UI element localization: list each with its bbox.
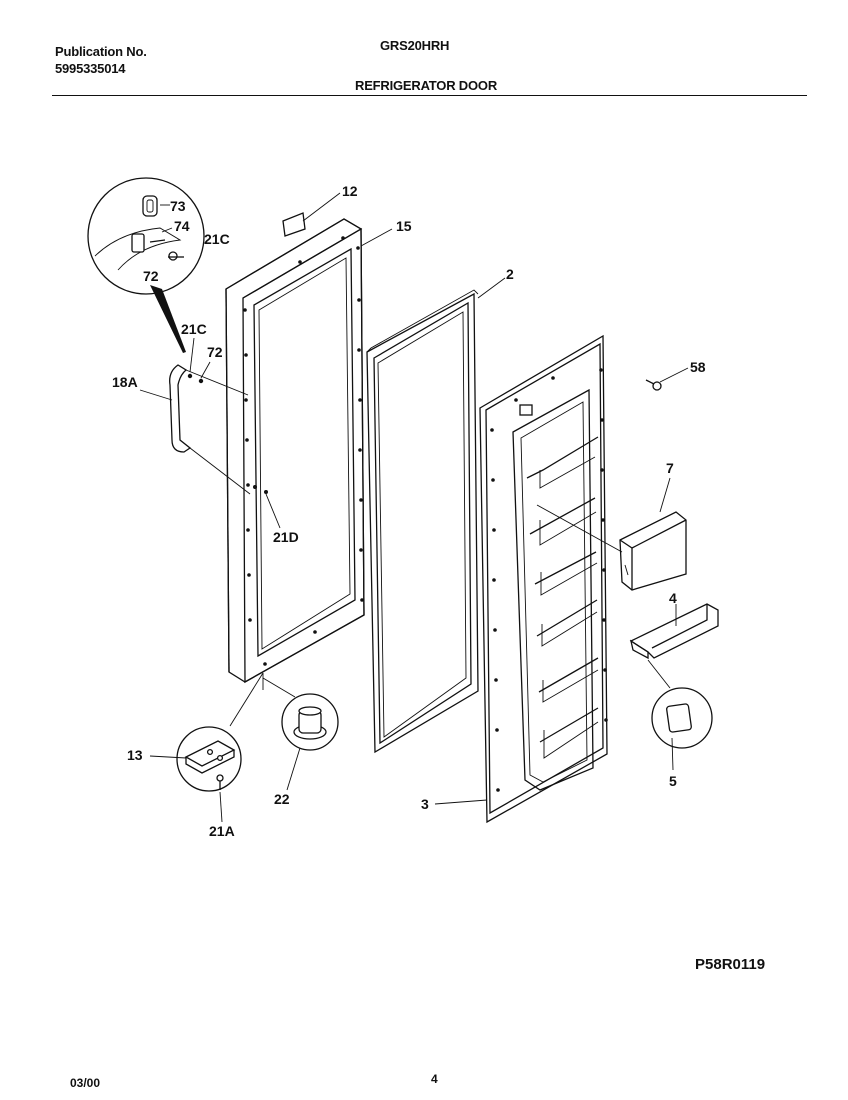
- part-5-detail-circle: [651, 687, 713, 771]
- callout-4: 4: [669, 590, 677, 606]
- part-58-screw: [645, 367, 689, 391]
- publication-label: Publication No.: [55, 44, 147, 59]
- header-rule: [52, 95, 807, 96]
- callout-74: 74: [174, 218, 190, 234]
- handle-detail-bubble: [87, 177, 205, 353]
- part-13-hinge-detail: [149, 672, 264, 823]
- page-number: 4: [431, 1072, 438, 1086]
- part-4-door-rail: [629, 603, 719, 689]
- callout-2: 2: [506, 266, 514, 282]
- part-15-door-panel: [225, 218, 393, 684]
- callout-22: 22: [274, 791, 290, 807]
- section-title: REFRIGERATOR DOOR: [355, 78, 498, 93]
- callout-58: 58: [690, 359, 706, 375]
- part-22-closer-detail: [262, 677, 339, 791]
- part-18A-door-handle: [139, 337, 281, 529]
- drawing-id: P58R0119: [695, 956, 766, 973]
- callout-21C: 21C: [181, 321, 207, 337]
- callout-72: 72: [207, 344, 223, 360]
- callout-labels: 12 15 2 58 7 4 5 3 73 74 21C 72 21C 72 1…: [112, 183, 706, 839]
- callout-3: 3: [421, 796, 429, 812]
- footer-date: 03/00: [70, 1076, 101, 1090]
- callout-15: 15: [396, 218, 412, 234]
- callout-21C-detail: 21C: [204, 231, 230, 247]
- callout-18A: 18A: [112, 374, 138, 390]
- part-12-label-plate: [282, 192, 341, 237]
- model-number: GRS20HRH: [380, 38, 450, 53]
- callout-21D: 21D: [273, 529, 299, 545]
- part-3-inner-door-liner: [434, 334, 608, 824]
- part-7-dairy-door: [536, 477, 687, 591]
- callout-13: 13: [127, 747, 143, 763]
- callout-5: 5: [669, 773, 677, 789]
- callout-21A: 21A: [209, 823, 235, 839]
- part-2-door-gasket: [366, 277, 506, 754]
- callout-7: 7: [666, 460, 674, 476]
- callout-72-detail: 72: [143, 268, 159, 284]
- callout-73: 73: [170, 198, 186, 214]
- callout-12: 12: [342, 183, 358, 199]
- publication-number: 5995335014: [55, 61, 126, 76]
